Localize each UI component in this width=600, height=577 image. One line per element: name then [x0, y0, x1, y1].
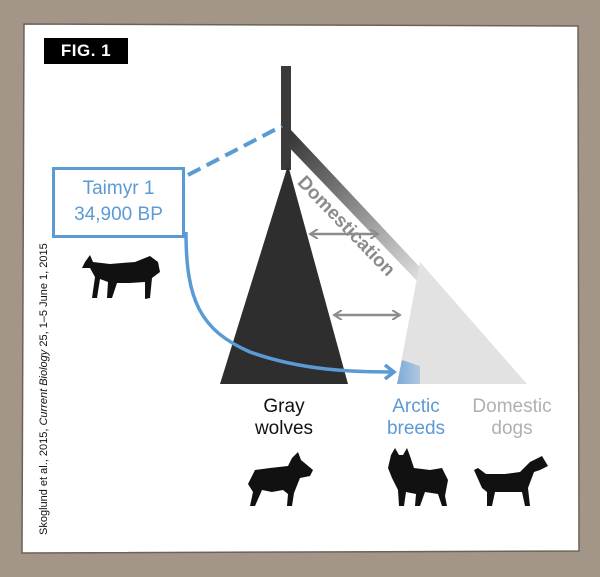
taimyr-date: 34,900 BP: [74, 204, 163, 225]
wolf-silhouette-icon: [82, 255, 160, 299]
root-branch: [281, 66, 291, 170]
arctic-breeds-clade: [397, 360, 420, 384]
citation-text: Skoglund et al., 2015, Current Biology 2…: [38, 243, 50, 535]
domestic-dogs-clade: [397, 262, 527, 384]
figure-label: FIG. 1: [44, 38, 128, 64]
taimyr-box: [52, 167, 185, 238]
boxer-dog-silhouette-icon: [474, 456, 548, 506]
gray-wolves-clade: [220, 165, 348, 384]
citation-authors: Skoglund et al., 2015,: [38, 425, 50, 535]
taimyr-dashed-link: [187, 124, 283, 177]
taimyr-name: Taimyr 1: [82, 178, 155, 199]
domestication-branch: [282, 130, 430, 282]
citation-volume: 25, 1–5 June 1, 2015: [38, 243, 50, 350]
gray-wolf-silhouette-icon: [248, 452, 313, 506]
husky-silhouette-icon: [388, 448, 448, 506]
taimyr-admixture-arrow: [184, 231, 393, 372]
citation-journal: Current Biology: [38, 349, 50, 426]
